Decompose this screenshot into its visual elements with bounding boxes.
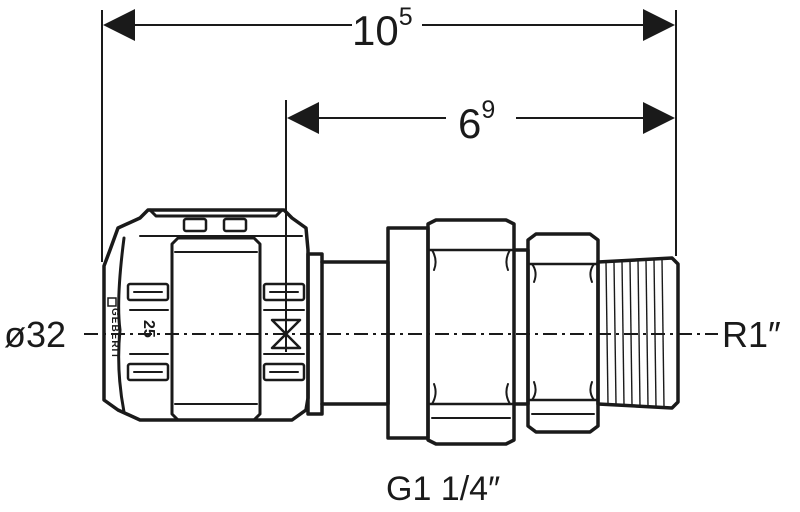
overall-dimension-label: 105 [352, 3, 413, 54]
press-fitting-body [102, 208, 324, 422]
union-nut [386, 218, 516, 446]
left-diameter-label: ø32 [4, 314, 66, 355]
overall-length-dimension: 105 [101, 3, 677, 262]
right-thread-label: R1″ [722, 314, 781, 355]
fitting-size-stamp: 25 [140, 320, 157, 338]
arrowhead-partial-left [287, 102, 319, 134]
arrowhead-left [103, 9, 135, 41]
brand-stamp-square [107, 297, 117, 307]
arrowhead-partial-right [643, 102, 675, 134]
partial-length-dimension: 69 [285, 96, 675, 352]
press-indicator-mark [270, 318, 302, 350]
partial-dimension-label: 69 [458, 96, 495, 147]
hex-nipple [512, 232, 600, 434]
arrowhead-right [643, 9, 675, 41]
union-thread-label: G1 1/4″ [386, 470, 500, 508]
